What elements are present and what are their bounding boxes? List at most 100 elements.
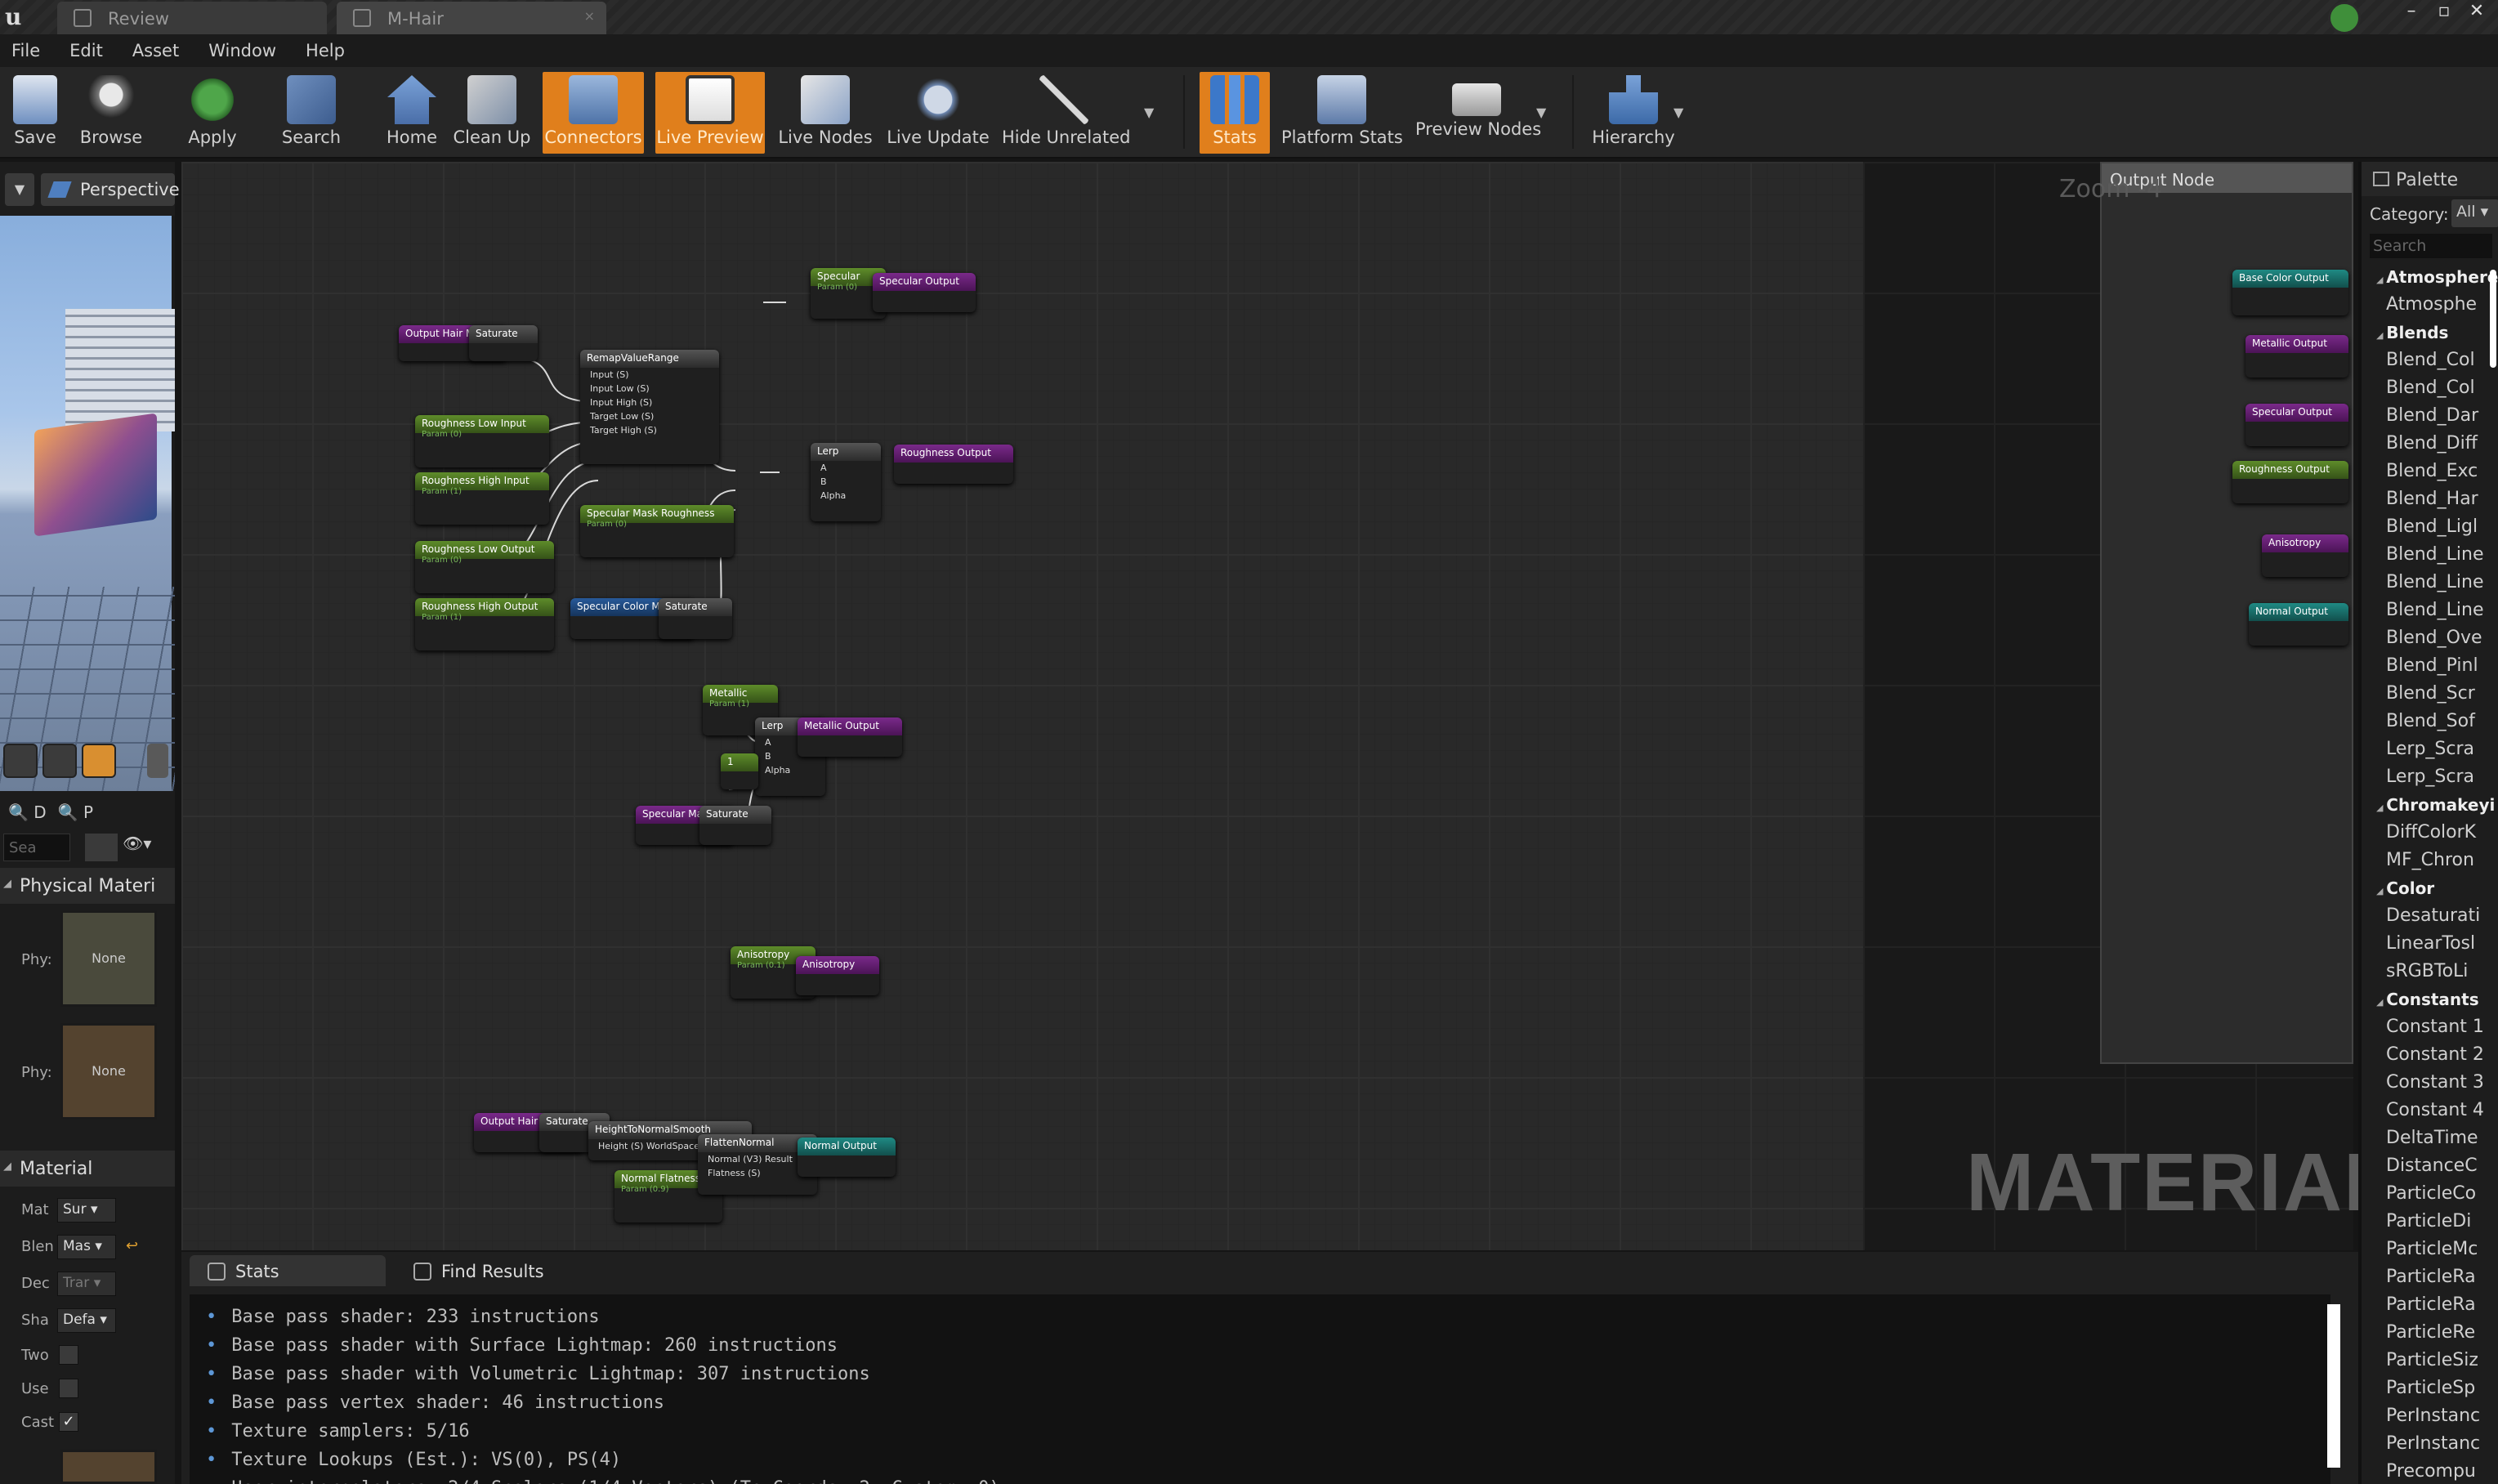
browse-button[interactable]: Browse — [77, 72, 145, 154]
pin-a[interactable]: A — [820, 463, 827, 473]
palette-item[interactable]: Blend_Col — [2386, 350, 2475, 370]
use-checkbox[interactable] — [59, 1379, 78, 1398]
viewport-options-icon[interactable]: ▼ — [5, 173, 34, 206]
palette-item[interactable]: Blend_Scr — [2386, 683, 2475, 704]
apply-button[interactable]: Apply — [178, 72, 247, 154]
node-metallic-output[interactable]: Metallic Output — [798, 717, 902, 757]
two-sided-checkbox[interactable] — [59, 1345, 78, 1365]
palette-item[interactable]: Blend_Diff — [2386, 433, 2478, 454]
node-normal-output[interactable]: Normal Output — [798, 1138, 896, 1177]
menu-help[interactable]: Help — [306, 41, 345, 60]
node-specular-output[interactable]: Specular Output — [873, 273, 976, 312]
palette-item[interactable]: Constant 3 — [2386, 1072, 2484, 1093]
tab-m-hair[interactable]: M-Hair × — [337, 2, 606, 34]
hide-unrelated-button[interactable]: Hide Unrelated — [1002, 72, 1131, 154]
connectors-button[interactable]: Connectors — [543, 72, 644, 154]
tab-review[interactable]: Review — [57, 2, 327, 34]
viewport-scroll-handle[interactable] — [147, 744, 168, 778]
physical-material-section[interactable]: Physical Materi — [0, 868, 175, 904]
palette-item[interactable]: Constant 1 — [2386, 1017, 2484, 1037]
node-constant-1[interactable]: 1 — [721, 753, 758, 789]
palette-item[interactable]: ParticleSiz — [2386, 1350, 2478, 1370]
palette-item[interactable]: Atmosphe — [2386, 294, 2478, 315]
stats-button[interactable]: Stats — [1200, 72, 1270, 154]
clean-up-button[interactable]: Clean Up — [453, 72, 531, 154]
shading-model-combo[interactable]: Defa ▾ — [57, 1308, 116, 1333]
texture-thumb[interactable] — [60, 1450, 157, 1484]
palette-item[interactable]: Blend_Exc — [2386, 461, 2478, 481]
node-lerp[interactable]: Lerp A B Alpha — [811, 443, 881, 521]
sphere-preview-icon[interactable] — [42, 744, 77, 778]
details-search-input[interactable]: Sea — [3, 834, 70, 861]
palette-item[interactable]: PerInstanc — [2386, 1433, 2481, 1454]
platform-stats-button[interactable]: Platform Stats — [1281, 72, 1403, 154]
palette-item[interactable]: DeltaTime — [2386, 1128, 2478, 1148]
palette-item[interactable]: ParticleRa — [2386, 1267, 2476, 1287]
pin-alpha[interactable]: Alpha — [765, 765, 791, 776]
node-saturate-2[interactable]: Saturate — [659, 598, 732, 639]
category-combo[interactable]: All ▾ — [2451, 199, 2498, 227]
maximize-icon[interactable]: ▫ — [2438, 1, 2451, 21]
pin-input[interactable]: Input (S) — [590, 369, 629, 380]
palette-item[interactable]: ParticleSp — [2386, 1378, 2476, 1398]
palette-item[interactable]: ParticleCo — [2386, 1183, 2477, 1204]
palette-item[interactable]: Constant 2 — [2386, 1044, 2484, 1065]
pin-b[interactable]: B — [820, 476, 827, 487]
palette-category[interactable]: Blends — [2362, 319, 2498, 346]
menu-edit[interactable]: Edit — [69, 41, 103, 60]
node-saturate[interactable]: Saturate — [469, 325, 538, 361]
pin-normal[interactable]: Normal (V3) Result — [708, 1154, 793, 1164]
node-metallic-output-2[interactable]: Metallic Output — [2246, 335, 2348, 378]
perspective-button[interactable]: Perspective — [41, 173, 180, 206]
home-button[interactable]: Home — [379, 72, 445, 154]
palette-item[interactable]: Precompu — [2386, 1461, 2476, 1482]
node-base-color-output[interactable]: Base Color Output — [2232, 270, 2348, 315]
node-remap-value-range[interactable]: RemapValueRange Input (S) Input Low (S) … — [580, 350, 719, 464]
pin-alpha[interactable]: Alpha — [820, 490, 847, 501]
palette-category[interactable]: Chromakeyi — [2362, 791, 2498, 819]
plane-preview-icon[interactable] — [82, 744, 116, 778]
material-section[interactable]: Material — [0, 1151, 175, 1187]
palette-item[interactable]: Lerp_Scra — [2386, 739, 2475, 759]
palette-item[interactable]: LinearTosl — [2386, 933, 2476, 954]
palette-search-input[interactable]: Search — [2370, 234, 2492, 258]
cast-checkbox[interactable]: ✓ — [59, 1412, 78, 1432]
palette-item[interactable]: DistanceC — [2386, 1155, 2478, 1176]
hierarchy-button[interactable]: Hierarchy — [1589, 72, 1678, 154]
palette-category[interactable]: Color — [2362, 874, 2498, 902]
palette-item[interactable]: Blend_Line — [2386, 600, 2484, 620]
minimize-icon[interactable]: – — [2406, 1, 2416, 21]
tab-find-results[interactable]: Find Results — [395, 1255, 592, 1286]
palette-item[interactable]: Constant 4 — [2386, 1100, 2484, 1120]
material-domain-combo[interactable]: Sur ▾ — [57, 1198, 116, 1223]
palette-item[interactable]: Blend_Sof — [2386, 711, 2475, 731]
palette-item[interactable]: Desaturati — [2386, 905, 2481, 926]
close-tab-icon[interactable]: × — [583, 8, 595, 24]
parameters-tab[interactable]: 🔍 P — [57, 802, 93, 822]
pin-target-high[interactable]: Target High (S) — [590, 425, 657, 436]
palette-item[interactable]: ParticleMc — [2386, 1239, 2478, 1259]
node-anisotropy-output[interactable]: Anisotropy — [796, 956, 879, 995]
preview-nodes-dropdown-icon[interactable]: ▼ — [1536, 105, 1547, 120]
palette-category[interactable]: Constants — [2362, 986, 2498, 1013]
palette-item[interactable]: sRGBToLi — [2386, 961, 2469, 981]
live-update-button[interactable]: Live Update — [886, 72, 990, 154]
palette-item[interactable]: MF_Chron — [2386, 850, 2474, 870]
details-tab[interactable]: 🔍 D — [8, 802, 47, 822]
pin-a[interactable]: A — [765, 737, 771, 748]
palette-item[interactable]: Blend_Col — [2386, 378, 2475, 398]
pin-b[interactable]: B — [765, 751, 771, 762]
palette-item[interactable]: Blend_Pinl — [2386, 655, 2478, 676]
material-graph[interactable]: Output Hair Mask Saturate RemapValueRang… — [181, 162, 1868, 1250]
palette-item[interactable]: ParticleRa — [2386, 1294, 2476, 1315]
physical-material-thumb-2[interactable]: None — [60, 1023, 157, 1120]
palette-item[interactable]: Blend_Ove — [2386, 628, 2482, 648]
visibility-eye-icon[interactable]: 👁▾ — [123, 834, 152, 853]
node-anisotropy-output-2[interactable]: Anisotropy — [2262, 534, 2348, 577]
node-specular-output-2[interactable]: Specular Output — [2246, 404, 2348, 446]
search-button[interactable]: Search — [276, 72, 346, 154]
